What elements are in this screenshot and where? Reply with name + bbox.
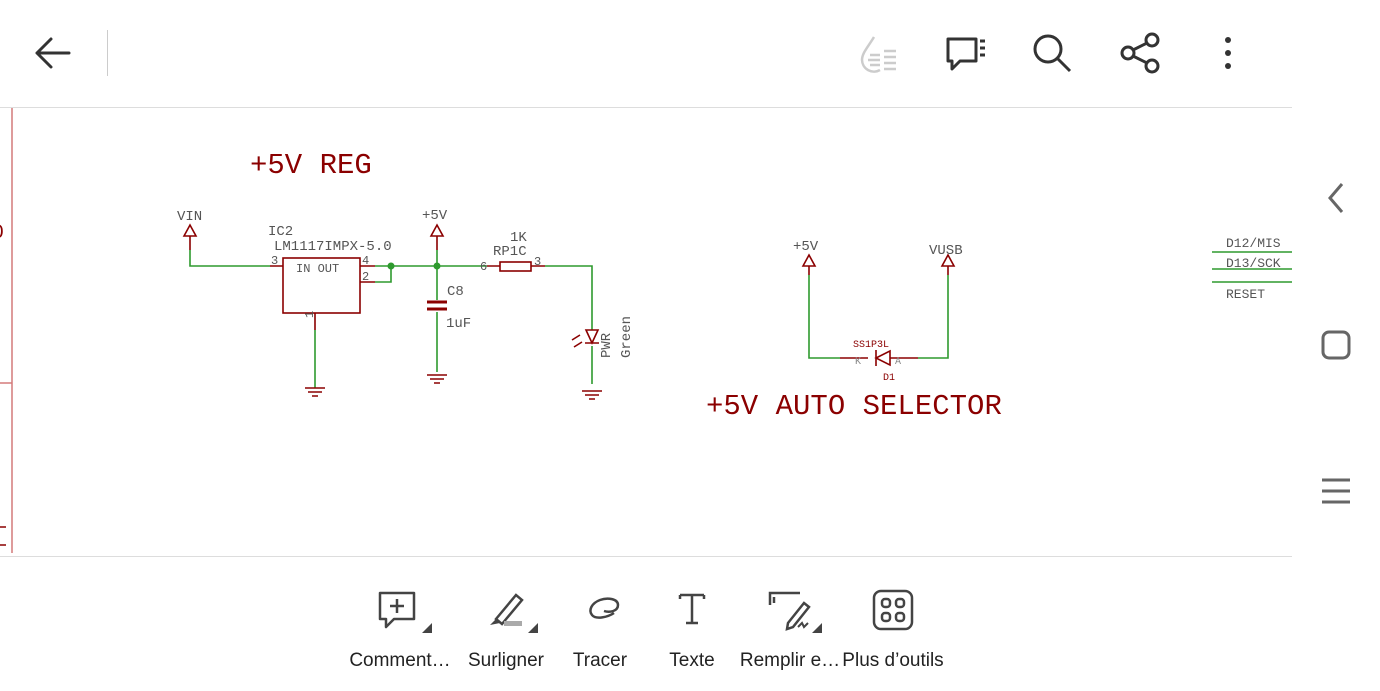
- tool-fill-sign[interactable]: Remplir e…: [730, 557, 850, 691]
- back-arrow-icon[interactable]: [29, 29, 77, 77]
- net-reset: RESET: [1226, 287, 1265, 302]
- res-ref: RP1C: [493, 244, 527, 260]
- tool-draw[interactable]: Tracer: [540, 557, 660, 691]
- highlighter-icon: [490, 593, 538, 633]
- text-icon: [678, 593, 706, 625]
- net-vin: VIN: [177, 209, 202, 225]
- divider: [107, 30, 108, 76]
- res-pin6: 6: [480, 260, 487, 274]
- selector-title: +5V AUTO SELECTOR: [706, 390, 1002, 423]
- tool-label: Remplir e…: [739, 650, 841, 671]
- ic-part: LM1117IMPX-5.0: [274, 239, 392, 255]
- net-5v-a: +5V: [422, 208, 448, 224]
- cap-value: 1uF: [446, 316, 471, 332]
- net-d13: D13/SCK: [1226, 256, 1281, 271]
- schematic-page: 0 +5V REG +5V AUTO SELECTOR: [0, 108, 1292, 553]
- diode-part: SS1P3L: [853, 340, 889, 351]
- tool-label: Surligner: [467, 650, 545, 671]
- ground-symbols: [305, 374, 602, 400]
- tool-highlight[interactable]: Surligner: [446, 557, 566, 691]
- junction: [433, 262, 441, 270]
- reg-title: +5V REG: [250, 149, 372, 182]
- junction: [387, 262, 395, 270]
- diode-a: A: [895, 357, 901, 368]
- frame-fragment: 0: [0, 222, 4, 245]
- ic-pin1: 1: [303, 311, 317, 318]
- net-5v-b: +5V: [793, 239, 819, 255]
- tool-label: Texte: [669, 650, 715, 671]
- more-tools-icon: [872, 589, 914, 631]
- tool-label: Plus d’outils: [842, 650, 944, 671]
- wires: [189, 250, 1292, 388]
- tool-label: Comment…: [349, 650, 451, 671]
- system-nav-bar: [1292, 0, 1380, 690]
- tool-comment[interactable]: Comment…: [340, 557, 460, 691]
- tool-more-tools[interactable]: Plus d’outils: [833, 557, 953, 691]
- res-pin3: 3: [534, 255, 541, 269]
- search-icon[interactable]: [1028, 29, 1076, 77]
- page-frame: [0, 108, 13, 553]
- document-viewer[interactable]: 0 +5V REG +5V AUTO SELECTOR: [0, 108, 1292, 555]
- tool-text[interactable]: Texte: [632, 557, 752, 691]
- recents-menu-icon[interactable]: [1320, 476, 1352, 506]
- parts: [182, 223, 956, 400]
- top-app-bar: [0, 0, 1292, 108]
- draw-freehand-icon: [589, 597, 620, 619]
- ic-pin2: 2: [362, 270, 369, 284]
- cap-ref: C8: [447, 284, 464, 300]
- net-vusb: VUSB: [929, 243, 963, 259]
- tool-label: Tracer: [572, 650, 628, 671]
- net-d12: D12/MIS: [1226, 236, 1281, 251]
- liquid-mode-icon[interactable]: [854, 29, 902, 77]
- ic-inner: IN OUT: [296, 262, 339, 276]
- ic-ref: IC2: [268, 224, 293, 240]
- fill-sign-icon: [768, 591, 822, 633]
- add-comment-icon: [378, 591, 432, 633]
- led-ref: PWR: [599, 332, 615, 358]
- ic-pin3: 3: [271, 254, 278, 268]
- home-square-icon[interactable]: [1320, 329, 1352, 361]
- back-chevron-icon[interactable]: [1320, 180, 1352, 216]
- share-icon[interactable]: [1116, 29, 1164, 77]
- diode-ref: D1: [883, 373, 895, 384]
- ic-pin4: 4: [362, 254, 369, 268]
- comments-list-icon[interactable]: [942, 29, 990, 77]
- diode-k: K: [855, 357, 861, 368]
- more-vertical-icon[interactable]: [1204, 29, 1252, 77]
- res-value: 1K: [510, 230, 527, 246]
- bottom-toolbar: Comment… Surligner Tracer Texte Remplir …: [0, 556, 1292, 691]
- led-value: Green: [619, 316, 635, 358]
